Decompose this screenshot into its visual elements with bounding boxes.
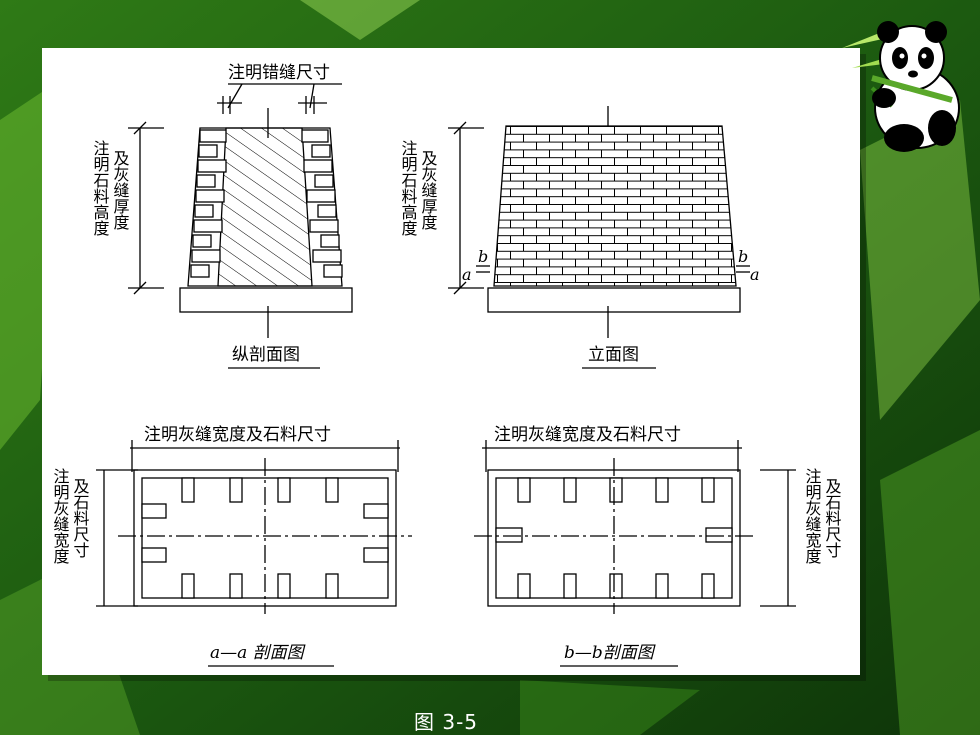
elevation-title: 立面图 — [588, 345, 639, 365]
elevation-dimension-label-line2: 及灰缝厚度 — [419, 150, 438, 230]
section-marker-b-left: b — [478, 247, 488, 266]
longitudinal-section-title: 纵剖面图 — [232, 345, 300, 365]
left-dimension-label-line2: 及灰缝厚度 — [111, 150, 130, 230]
section-marker-a-right: a — [750, 265, 760, 284]
section-b-title: b—b剖面图 — [564, 643, 656, 663]
section-marker-a-left: a — [462, 265, 472, 284]
masonry-drawing: 注明错缝尺寸 — [51, 63, 842, 667]
section-a-side-label-line1: 注明灰缝宽度 — [51, 468, 70, 564]
figure-caption: 图 3-5 — [414, 710, 479, 734]
section-b-side-label-line2: 及石料尺寸 — [823, 478, 842, 558]
offset-dimension-label: 注明错缝尺寸 — [228, 63, 330, 83]
section-marker-b-right: b — [738, 247, 748, 266]
section-a-side-label-line2: 及石料尺寸 — [71, 478, 90, 558]
section-a-a: 注明灰缝宽度及石料尺寸 注明灰缝宽度 及石料尺寸 a—a 剖面图 — [51, 425, 412, 667]
panda-with-bamboo-icon — [842, 21, 960, 152]
elevation-dimension-label-line1: 注明石料高度 — [399, 140, 418, 236]
left-stone-column — [190, 129, 227, 278]
section-a-title: a—a 剖面图 — [210, 643, 306, 663]
section-b-stones — [495, 477, 733, 599]
section-b-top-label: 注明灰缝宽度及石料尺寸 — [494, 425, 681, 445]
section-a-stones — [141, 477, 389, 599]
elevation-view: 注明石料高度 及灰缝厚度 a b b a 立面图 — [399, 106, 760, 369]
section-b-b: 注明灰缝宽度及石料尺寸 注明灰缝宽度 及石料尺寸 b—b剖面图 — [474, 425, 842, 667]
right-stone-column — [301, 129, 343, 278]
section-b-side-label-line1: 注明灰缝宽度 — [803, 468, 822, 564]
section-a-top-label: 注明灰缝宽度及石料尺寸 — [144, 425, 331, 445]
left-dimension-label-line1: 注明石料高度 — [91, 140, 110, 236]
longitudinal-section: 注明错缝尺寸 — [91, 63, 353, 369]
